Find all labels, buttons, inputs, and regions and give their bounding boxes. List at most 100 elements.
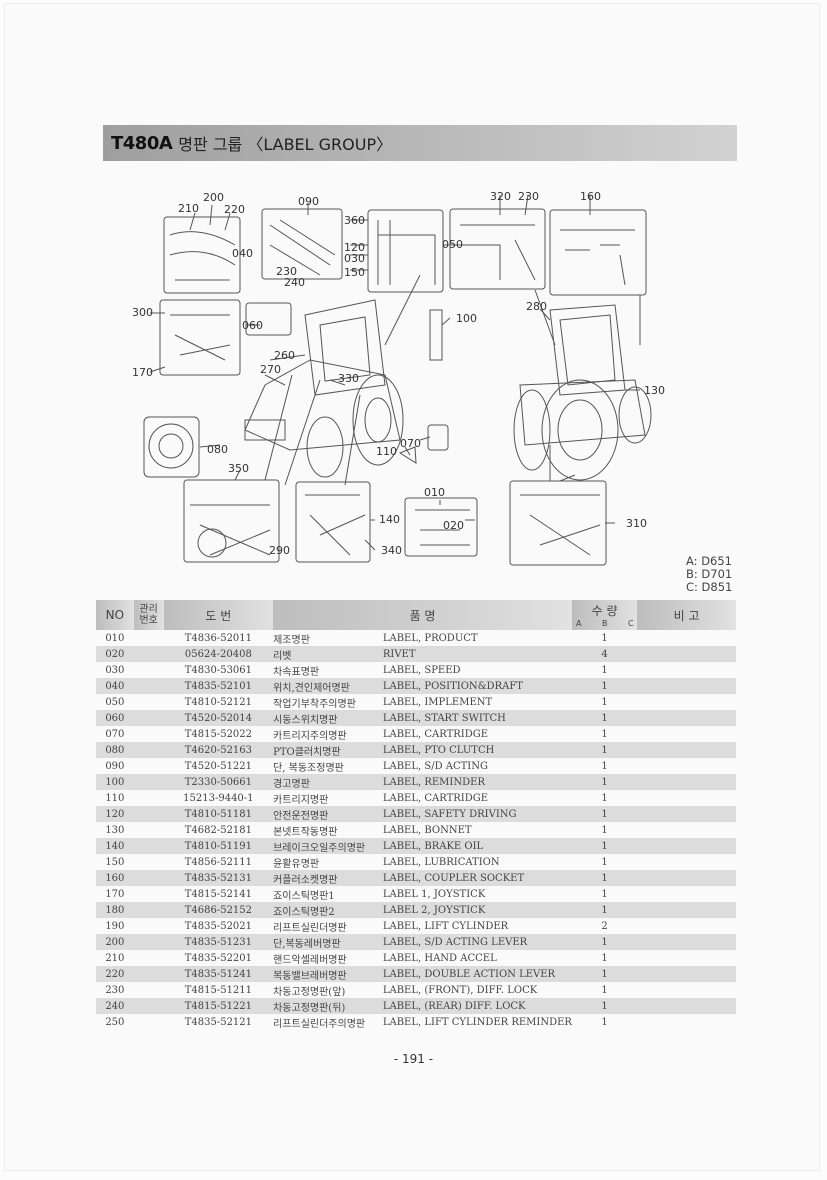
callout-280: 280 [526,300,547,313]
row-code [134,726,164,742]
row-remark [637,854,736,870]
row-no: 030 [105,664,125,676]
row-code [133,966,164,982]
row-english-name: LABEL 2, JOYSTICK [382,902,572,918]
row-qty-a [571,646,594,662]
row-remark [637,822,736,838]
row-code [134,982,164,998]
row-qty-b: 1 [593,870,616,886]
row-code [133,710,164,726]
row-part-number: T4810-52121 [184,696,253,708]
row-remark [637,934,736,950]
row-korean-name: 카트리지주의명판 [273,730,347,742]
row-korean-name: PTO클러치명판 [273,742,383,758]
row-korean-name: 차동고정명판(뒤) [273,998,383,1014]
row-qty-a [572,886,594,902]
row-remark [637,678,736,694]
row-qty-c [615,998,638,1014]
row-qty-b: 1 [601,952,608,964]
row-english-name: LABEL, PTO CLUTCH [382,742,572,758]
row-part-number: T4835-52021 [184,920,253,932]
row-no: 210 [105,952,125,964]
legend-b: B: D701 [686,567,733,581]
row-qty-a [571,710,594,726]
callout-150: 150 [344,266,365,279]
row-qty-a [572,630,594,646]
header-code: 관리번호 [133,600,164,630]
row-qty-b: 1 [601,792,608,804]
detail-box-4 [449,208,546,290]
row-no: 200 [96,934,134,950]
row-part-number: T4835-51231 [163,934,274,950]
row-remark [637,694,736,710]
row-code [134,630,164,646]
row-qty-b: 4 [593,646,616,662]
row-remark [637,870,736,886]
row-korean-name: 제조명판 [273,634,310,646]
row-korean-name: 단,복동레버명판 [273,934,383,950]
row-qty-b: 1 [601,888,608,900]
row-qty-c [615,710,638,726]
row-english-name: LABEL, START SWITCH [382,710,572,726]
row-remark [637,758,736,774]
callout-320: 320 [490,190,511,203]
row-english-name: LABEL, LIFT CYLINDER [382,920,509,932]
row-qty-c [615,774,638,790]
row-qty-a [571,870,594,886]
row-qty-a [571,934,594,950]
row-qty-b: 1 [601,856,608,868]
row-remark [637,1014,736,1030]
row-no: 250 [105,1016,125,1028]
row-remark [637,646,736,662]
row-code [134,918,164,934]
row-qty-c [615,678,638,694]
row-remark [637,806,736,822]
row-remark [637,886,736,902]
row-qty-b: 1 [593,774,616,790]
row-part-number: T4686-52152 [163,902,274,918]
row-code [133,998,164,1014]
table-header: NO 관리번호 도 번 품 명 수 량 A B C 비 고 [96,600,736,630]
row-english-name: RIVET [382,646,572,662]
row-korean-name: 죠이스틱명판1 [273,890,335,902]
row-part-number: T4835-52131 [163,870,274,886]
row-code [133,774,164,790]
row-korean-name: 죠이스틱명판2 [273,902,383,918]
label-location-diagram: 200 210 220 040 090 360 120 030 150 230 … [120,185,740,570]
row-english-name: LABEL, DOUBLE ACTION LEVER [382,966,572,982]
row-part-number: 05624-20408 [163,646,274,662]
row-code [133,902,164,918]
row-qty-a [572,1014,594,1030]
row-korean-name: 리프트실린더명판 [273,922,347,934]
row-qty-c [615,950,637,966]
row-remark [637,966,736,982]
row-no: 040 [96,678,134,694]
callout-170: 170 [132,366,153,379]
row-korean-name: 차속표명판 [273,666,320,678]
row-code [133,934,164,950]
header-remark: 비 고 [637,600,736,630]
row-no: 050 [105,696,125,708]
row-qty-b: 1 [593,678,616,694]
row-qty-c [615,790,637,806]
callout-110: 110 [376,445,397,458]
row-qty-c [615,934,638,950]
row-english-name: LABEL, PRODUCT [382,632,478,644]
callout-310: 310 [626,517,647,530]
row-korean-name: 시동스위치명판 [273,710,383,726]
header-qty: 수 량 A B C [571,600,638,630]
row-no: 170 [105,888,125,900]
row-qty-a [571,998,594,1014]
row-no: 240 [96,998,134,1014]
callout-140: 140 [379,513,400,526]
callout-090: 090 [298,195,319,208]
callout-330: 330 [338,372,359,385]
row-part-number: T4815-51221 [163,998,274,1014]
legend-c: C: D851 [686,580,733,594]
row-code [133,806,164,822]
